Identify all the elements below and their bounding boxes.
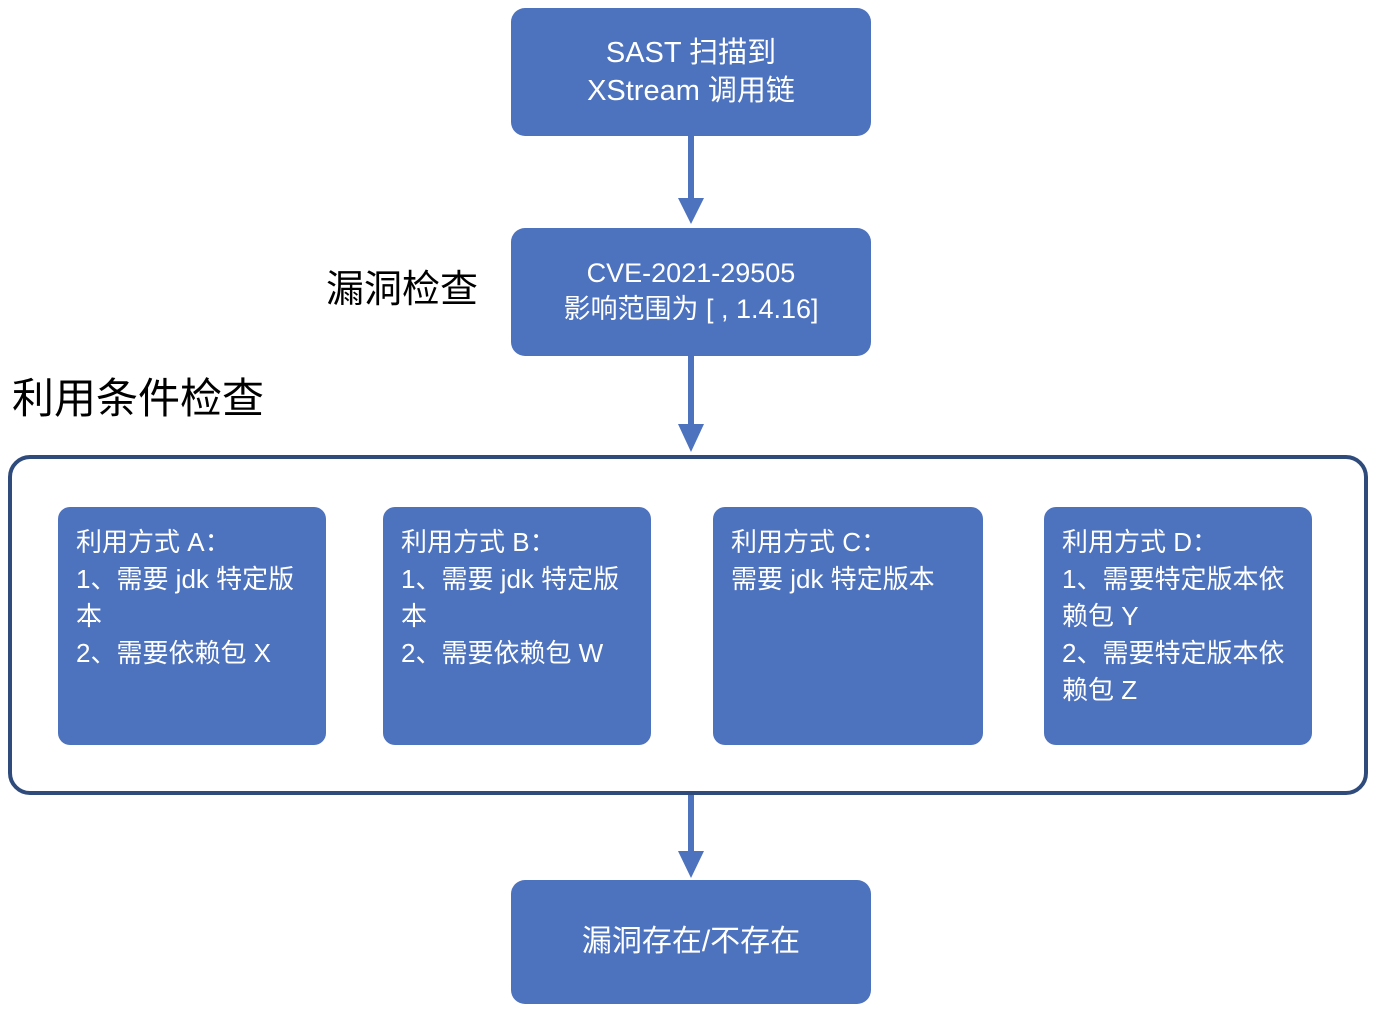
arrow-cve-to-conditions [671, 356, 711, 455]
method-box-b[interactable]: 利用方式 B： 1、需要 jdk 特定版本 2、需要依赖包 W [383, 507, 651, 745]
arrow-sast-to-cve [671, 136, 711, 228]
label-condition-check: 利用条件检查 [12, 375, 265, 422]
method-box-c[interactable]: 利用方式 C： 需要 jdk 特定版本 [713, 507, 983, 745]
method-box-d[interactable]: 利用方式 D： 1、需要特定版本依赖包 Y 2、需要特定版本依赖包 Z [1044, 507, 1312, 745]
condition-check-container [8, 455, 1368, 795]
node-result[interactable]: 漏洞存在/不存在 [511, 880, 871, 1004]
method-box-a[interactable]: 利用方式 A： 1、需要 jdk 特定版本 2、需要依赖包 X [58, 507, 326, 745]
node-sast-scan[interactable]: SAST 扫描到 XStream 调用链 [511, 8, 871, 136]
node-cve-scope[interactable]: CVE-2021-29505 影响范围为 [ , 1.4.16] [511, 228, 871, 356]
label-vulnerability-check: 漏洞检查 [326, 269, 479, 311]
arrow-conditions-to-result [671, 795, 711, 880]
